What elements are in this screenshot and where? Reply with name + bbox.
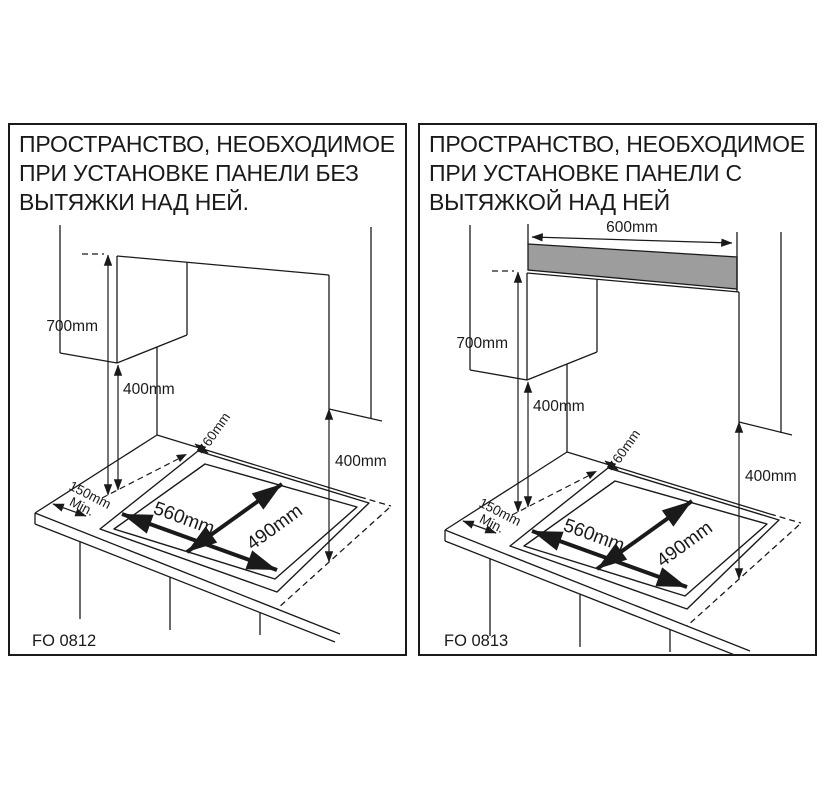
figure-code: FO 0812 bbox=[32, 632, 96, 650]
title-line-1: ПРОСТРАНСТВО, НЕОБХОДИМОЕ bbox=[19, 131, 395, 157]
dim-150mm-min-label: 150mm Min. bbox=[67, 478, 114, 519]
panel-no-hood-title: ПРОСТРАНСТВО, НЕОБХОДИМОЕ ПРИ УСТАНОВКЕ … bbox=[19, 130, 403, 217]
cutout-pointer-dashed-arrow bbox=[101, 454, 187, 499]
cutout-outline bbox=[509, 467, 780, 610]
dim-700mm-label: 700mm bbox=[456, 335, 508, 352]
title-line-2: ПРИ УСТАНОВКЕ ПАНЕЛИ С bbox=[429, 160, 742, 186]
dim-700mm-label: 700mm bbox=[46, 318, 98, 335]
dim-150mm-min-label: 150mm Min. bbox=[477, 495, 524, 536]
figure-panels: ПРОСТРАНСТВО, НЕОБХОДИМОЕ ПРИ УСТАНОВКЕ … bbox=[8, 123, 817, 656]
title-line-3: ВЫТЯЖКИ НАД НЕЙ. bbox=[19, 189, 249, 215]
cutout-pointer-dashed-arrow bbox=[511, 471, 597, 516]
dim-600mm-label: 600mm bbox=[606, 219, 658, 236]
installation-diagram-with-hood: 600mm 700mm 400mm 400mm 60mm 150mm Min. … bbox=[444, 219, 802, 654]
dim-560mm-label: 560mm bbox=[151, 498, 218, 539]
dim-490mm-label: 490mm bbox=[243, 500, 307, 554]
wall-cabinet-outline bbox=[469, 225, 793, 452]
cutout-outline bbox=[99, 450, 370, 593]
wall-cabinet-outline bbox=[59, 225, 383, 435]
title-line-3: ВЫТЯЖКОЙ НАД НЕЙ bbox=[429, 189, 671, 215]
dim-400mm-side-label: 400mm bbox=[745, 468, 797, 485]
dim-490mm-label: 490mm bbox=[653, 517, 717, 571]
dim-400mm-label: 400mm bbox=[533, 398, 585, 415]
dim-400mm-label: 400mm bbox=[123, 381, 175, 398]
dimension-arrows bbox=[52, 253, 334, 572]
title-line-1: ПРОСТРАНСТВО, НЕОБХОДИМОЕ bbox=[429, 131, 805, 157]
hood-shape bbox=[527, 224, 738, 292]
dim-400mm-side-label: 400mm bbox=[335, 453, 387, 470]
dim-560mm-label: 560mm bbox=[561, 515, 628, 556]
figure-code: FO 0813 bbox=[444, 632, 508, 650]
panel-with-hood: ПРОСТРАНСТВО, НЕОБХОДИМОЕ ПРИ УСТАНОВКЕ … bbox=[418, 123, 817, 656]
installation-diagram-no-hood: 700mm 400mm 400mm 60mm 150mm Min. 560mm … bbox=[32, 225, 392, 650]
dim-60mm-label: 60mm bbox=[609, 427, 643, 466]
panel-with-hood-title: ПРОСТРАНСТВО, НЕОБХОДИМОЕ ПРИ УСТАНОВКЕ … bbox=[429, 130, 813, 217]
dimension-arrows bbox=[462, 233, 744, 589]
panel-no-hood: ПРОСТРАНСТВО, НЕОБХОДИМОЕ ПРИ УСТАНОВКЕ … bbox=[8, 123, 407, 656]
dim-60mm-label: 60mm bbox=[199, 410, 233, 449]
title-line-2: ПРИ УСТАНОВКЕ ПАНЕЛИ БЕЗ bbox=[19, 160, 359, 186]
